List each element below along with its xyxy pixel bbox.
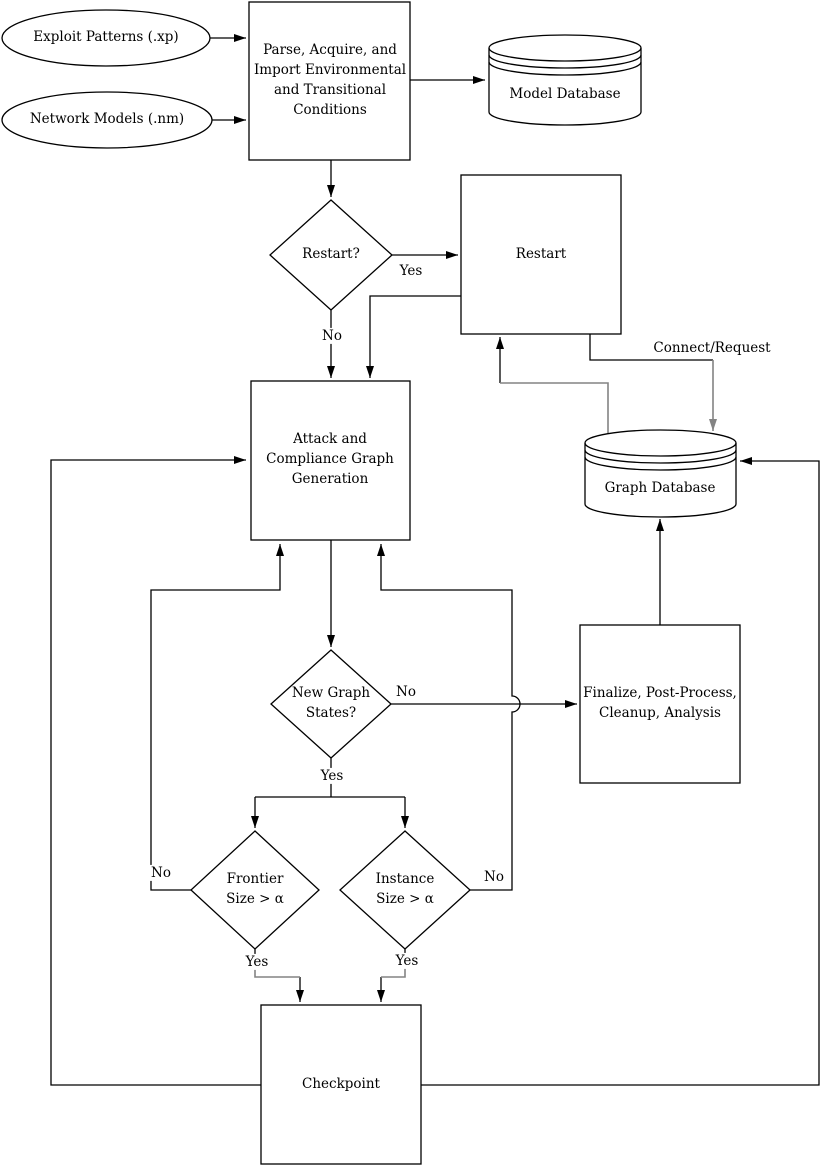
edge-instance-yes-b [381, 966, 406, 978]
edge-frontier-yes-b [254, 966, 300, 978]
node-attack-graph-generation [250, 380, 411, 541]
node-network-models [1, 91, 213, 149]
edge-checkpoint-to-attack [50, 456, 261, 1086]
node-graph-database [584, 429, 737, 518]
node-instance-size [339, 830, 471, 950]
node-parse-import [248, 1, 411, 161]
node-exploit-patterns [1, 9, 211, 67]
edge-checkpoint-to-graphdb [421, 457, 820, 1086]
node-frontier-size [190, 830, 320, 950]
edge-restart-to-attack [366, 295, 461, 378]
edge-frontier-no-to-attack [150, 544, 284, 891]
edge-instance-no-to-attack [377, 544, 521, 891]
node-restart-decision [269, 199, 393, 311]
edge-connect-request-a [589, 334, 713, 361]
node-model-database [488, 34, 642, 126]
edge-graphdb-to-restart-a [500, 382, 609, 433]
node-new-graph-states [270, 649, 392, 759]
node-checkpoint [260, 1004, 422, 1165]
node-restart [460, 174, 622, 335]
node-finalize [579, 624, 741, 784]
